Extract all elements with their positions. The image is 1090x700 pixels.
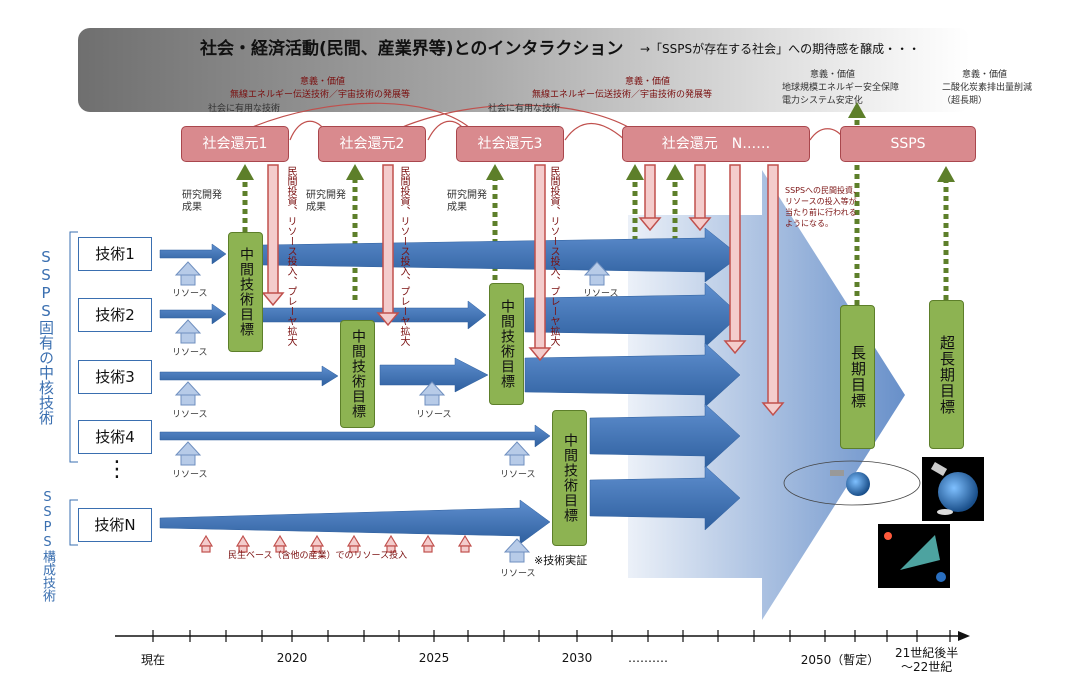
banner-background bbox=[78, 28, 970, 112]
tech-box-3: 技術3 bbox=[78, 360, 152, 394]
value-note-1-line2: 社会に有用な技術 bbox=[208, 104, 281, 114]
intermediate-goal-4: 中間技術目標 bbox=[552, 410, 587, 546]
private-investment-label-1: 民間投資、リソース投入、プレーヤ拡大 bbox=[285, 166, 296, 346]
t4-b bbox=[589, 403, 741, 469]
research-label-2: 研究開発成果 bbox=[306, 190, 346, 213]
side-label-constituent: SSPS構成技術 bbox=[40, 490, 55, 602]
timeline-label-2020: 2020 bbox=[276, 651, 308, 665]
value-note-ultra-line1: 二酸化炭素排出量削減 bbox=[942, 83, 1033, 93]
tech-vertical-dots: ⋮ bbox=[106, 457, 128, 482]
return-box-n: 社会還元 N‥‥‥ bbox=[622, 126, 810, 162]
tech-box-4: 技術4 bbox=[78, 420, 152, 454]
value-note-1-line1: 無線エネルギー伝送技術／宇宙技術の発展等 bbox=[230, 90, 411, 100]
value-note-2-title: 意義・価値 bbox=[625, 77, 671, 87]
private-investment-label-2: 民間投資、リソース投入、プレーヤ拡大 bbox=[398, 166, 409, 346]
tN-a bbox=[159, 499, 551, 545]
timeline-label-2030: 2030 bbox=[561, 651, 593, 665]
civil-resource-label: 民生ベース（含他の産業）でのリソース投入 bbox=[228, 551, 408, 561]
value-note-2-line2: 社会に有用な技術 bbox=[488, 104, 561, 114]
t1-a bbox=[159, 243, 227, 265]
resource-label: リソース bbox=[583, 289, 619, 299]
value-note-ssps-line1: 地球規模エネルギー安全保障 bbox=[782, 83, 900, 93]
tech-box-1: 技術1 bbox=[78, 237, 152, 271]
resource-label: リソース bbox=[172, 348, 208, 358]
t3-c bbox=[524, 342, 741, 408]
resource-label: リソース bbox=[172, 289, 208, 299]
t2-c bbox=[524, 282, 741, 348]
value-note-ultra-line2: （超長期） bbox=[942, 96, 988, 106]
resource-arrows bbox=[174, 261, 611, 563]
green-arrowheads bbox=[236, 102, 955, 182]
timeline-label-late21: 21世紀後半～22世紀 bbox=[895, 646, 959, 674]
research-label-3: 研究開発成果 bbox=[447, 190, 487, 213]
t3-b bbox=[379, 357, 489, 393]
satellite-earth-icon bbox=[922, 457, 984, 521]
tN-b bbox=[589, 465, 741, 531]
civil-up-arrows bbox=[198, 534, 473, 553]
red-down-arrows bbox=[261, 164, 785, 417]
private-investment-label-3: 民間投資、リソース投入、プレーヤ拡大 bbox=[548, 166, 559, 346]
timeline-ticks bbox=[152, 630, 951, 642]
t3-a bbox=[159, 365, 339, 387]
resource-label: リソース bbox=[172, 470, 208, 480]
t2-b bbox=[261, 300, 487, 330]
tech-demo-label: ※技術実証 bbox=[534, 554, 588, 567]
side-brackets bbox=[69, 231, 78, 546]
value-note-1-title: 意義・価値 bbox=[300, 77, 346, 87]
t2-a bbox=[159, 303, 227, 325]
timeline-label-dots: ‥‥‥‥‥ bbox=[627, 651, 669, 665]
resource-label: リソース bbox=[500, 470, 536, 480]
tech-arrows bbox=[159, 227, 741, 545]
intermediate-goal-2: 中間技術目標 bbox=[340, 320, 375, 428]
long-term-goal: 長期目標 bbox=[840, 305, 875, 449]
return-box-1: 社会還元1 bbox=[181, 126, 289, 162]
intermediate-goal-3: 中間技術目標 bbox=[489, 283, 524, 405]
ssps-private-note: SSPSへの民間投資、 リソースの投入等が 当たり前に行われる ようになる。 bbox=[785, 186, 862, 228]
resource-label: リソース bbox=[172, 410, 208, 420]
banner-title: 社会・経済活動(民間、産業界等)とのインタラクション bbox=[200, 39, 624, 59]
ultra-long-term-goal: 超長期目標 bbox=[929, 300, 964, 449]
timeline-label-2050: 2050（暫定） bbox=[800, 653, 880, 667]
resource-label: リソース bbox=[416, 410, 452, 420]
t4-a bbox=[159, 424, 551, 448]
tech-box-n: 技術N bbox=[78, 508, 152, 542]
value-note-ssps-title: 意義・価値 bbox=[810, 70, 856, 80]
return-box-3: 社会還元3 bbox=[456, 126, 564, 162]
value-note-2-line1: 無線エネルギー伝送技術／宇宙技術の発展等 bbox=[532, 90, 713, 100]
research-label-1: 研究開発成果 bbox=[182, 190, 222, 213]
timeline-label-2025: 2025 bbox=[418, 651, 450, 665]
satellite-orbit-icon bbox=[783, 460, 921, 506]
tech-box-2: 技術2 bbox=[78, 298, 152, 332]
value-note-ultra-title: 意義・価値 bbox=[962, 70, 1008, 80]
side-label-core: SSPS固有の中核技術 bbox=[37, 248, 55, 425]
timeline-label-now: 現在 bbox=[140, 653, 166, 667]
return-box-ssps: SSPS bbox=[840, 126, 976, 162]
return-box-2: 社会還元2 bbox=[318, 126, 426, 162]
intermediate-goal-1: 中間技術目標 bbox=[228, 232, 263, 352]
value-note-ssps-line2: 電力システム安定化 bbox=[782, 96, 863, 106]
timeline-arrowhead bbox=[958, 631, 970, 641]
t1-b bbox=[261, 227, 741, 283]
resource-label: リソース bbox=[500, 569, 536, 579]
space-panel-icon bbox=[878, 524, 950, 588]
banner-subtitle: →「SSPSが存在する社会」への期待感を醸成・・・ bbox=[640, 42, 921, 56]
